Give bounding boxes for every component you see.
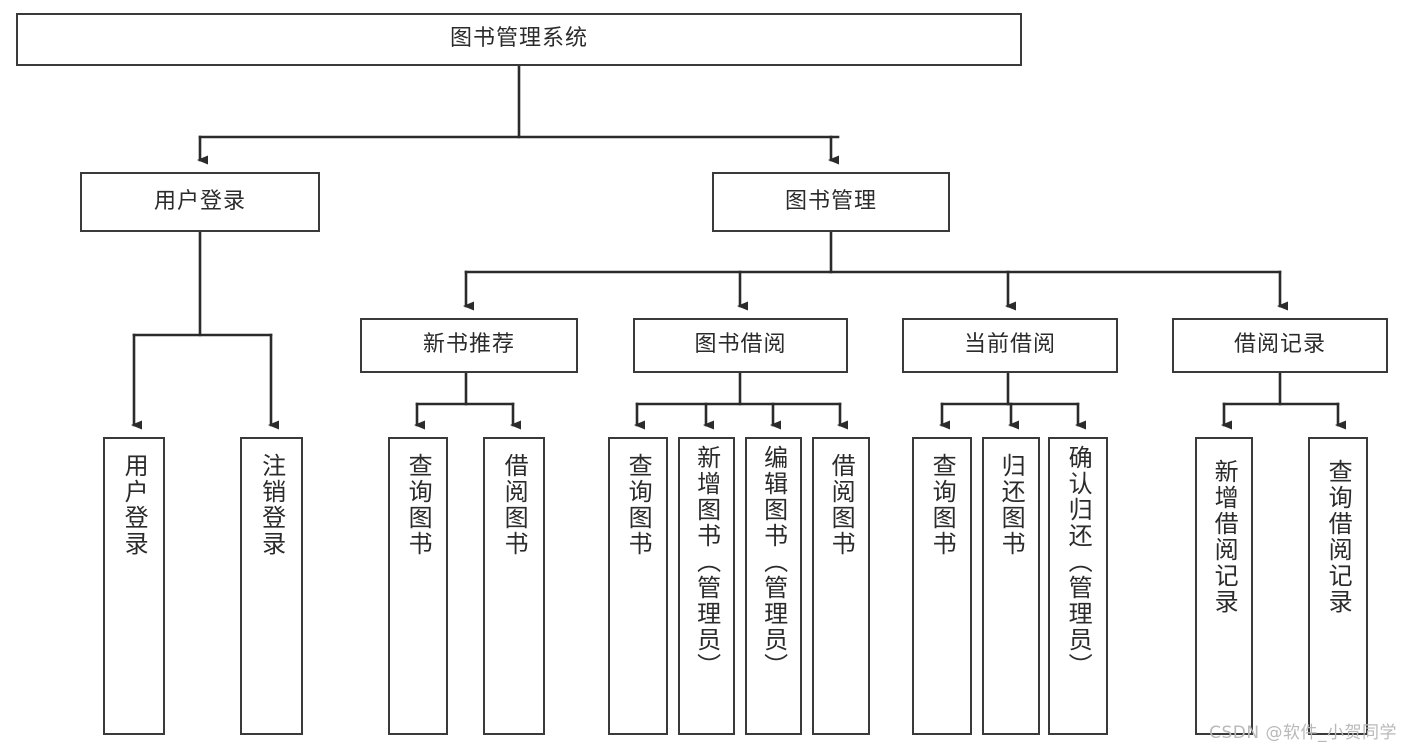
node-borrow-book-2[interactable]: 借阅图书: [812, 437, 870, 735]
node-return-book-label: 归还图书: [997, 453, 1026, 557]
node-borrow-record[interactable]: 借阅记录: [1172, 318, 1388, 373]
node-root[interactable]: 图书管理系统: [16, 13, 1022, 66]
node-borrow-book-2-label: 借阅图书: [827, 453, 856, 557]
node-current-borrow-label: 当前借阅: [963, 332, 1056, 358]
node-user-logout[interactable]: 注销登录: [240, 437, 303, 735]
node-user-login-do[interactable]: 用户登录: [103, 437, 165, 735]
node-query-borrow-record[interactable]: 查询借阅记录: [1308, 437, 1368, 735]
node-add-book-admin[interactable]: 新增图书（管理员）: [678, 437, 735, 735]
node-user-logout-label: 注销登录: [257, 453, 286, 557]
node-user-login-label: 用户登录: [153, 188, 246, 214]
node-user-login-do-label: 用户登录: [120, 453, 149, 557]
node-borrow-book-1-label: 借阅图书: [500, 453, 529, 557]
csdn-watermark: CSDN @软件_小贺同学: [1209, 723, 1397, 743]
node-book-manage[interactable]: 图书管理: [712, 172, 950, 232]
node-query-book-2-label: 查询图书: [624, 453, 653, 557]
node-book-manage-label: 图书管理: [784, 188, 877, 214]
node-book-borrow-label: 图书借阅: [694, 332, 787, 358]
node-current-borrow[interactable]: 当前借阅: [902, 318, 1118, 373]
node-confirm-return-admin-label: 确认归还（管理员）: [1064, 445, 1093, 679]
node-user-login[interactable]: 用户登录: [80, 172, 320, 232]
node-query-book-3[interactable]: 查询图书: [912, 437, 972, 735]
node-add-borrow-record-label: 新增借阅记录: [1210, 459, 1239, 615]
node-borrow-book-1[interactable]: 借阅图书: [483, 437, 545, 735]
node-query-book-1[interactable]: 查询图书: [388, 437, 448, 735]
node-confirm-return-admin[interactable]: 确认归还（管理员）: [1048, 437, 1108, 735]
node-new-book-recommend-label: 新书推荐: [422, 332, 515, 358]
node-add-borrow-record[interactable]: 新增借阅记录: [1195, 437, 1253, 735]
node-book-borrow[interactable]: 图书借阅: [633, 318, 848, 373]
node-root-label: 图书管理系统: [449, 26, 588, 52]
node-query-book-2[interactable]: 查询图书: [608, 437, 668, 735]
node-query-book-1-label: 查询图书: [404, 453, 433, 557]
node-query-borrow-record-label: 查询借阅记录: [1324, 459, 1353, 615]
node-edit-book-admin[interactable]: 编辑图书（管理员）: [745, 437, 802, 735]
node-return-book[interactable]: 归还图书: [982, 437, 1040, 735]
node-borrow-record-label: 借阅记录: [1233, 332, 1326, 358]
node-edit-book-admin-label: 编辑图书（管理员）: [759, 445, 788, 679]
node-new-book-recommend[interactable]: 新书推荐: [360, 318, 578, 373]
node-query-book-3-label: 查询图书: [928, 453, 957, 557]
node-add-book-admin-label: 新增图书（管理员）: [692, 445, 721, 679]
